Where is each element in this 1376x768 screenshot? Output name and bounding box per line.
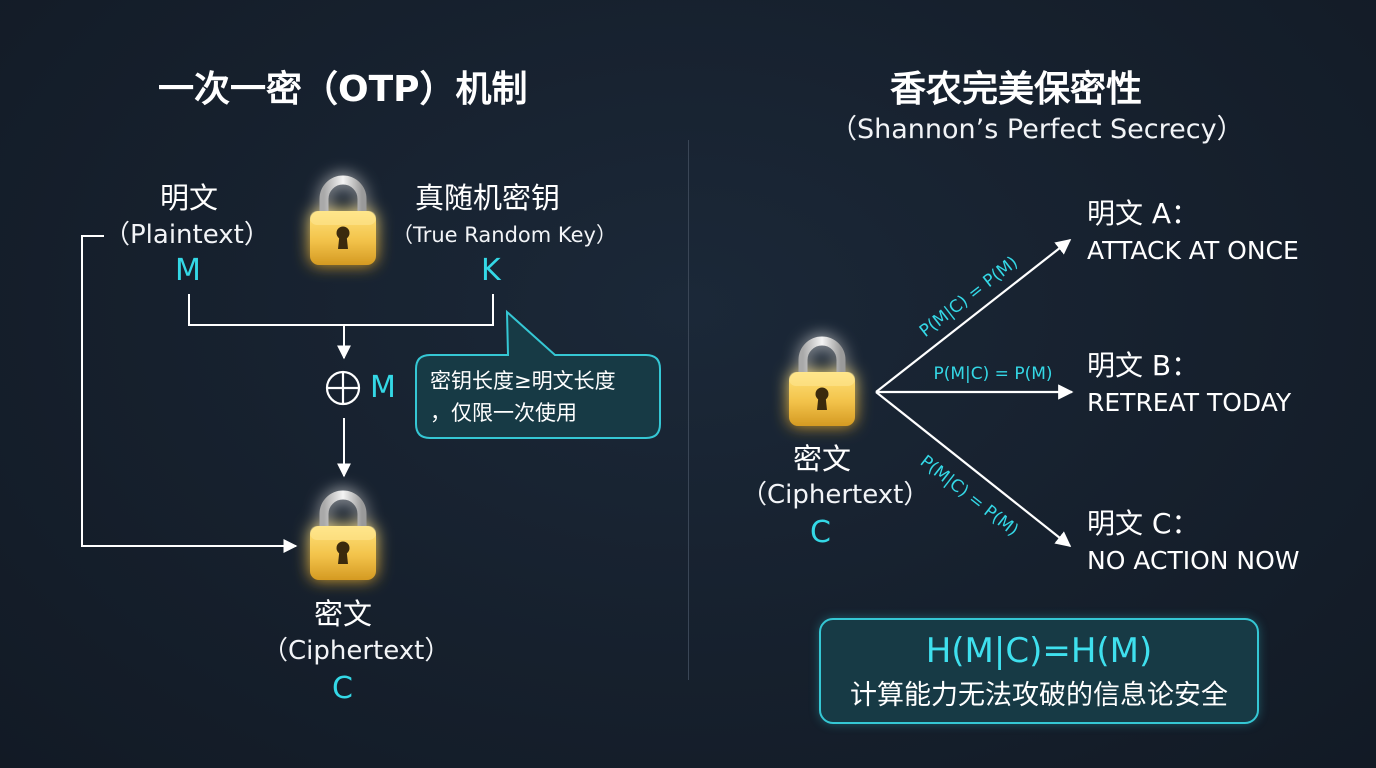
callout-bubble [415, 309, 661, 439]
right-ciphertext-label-en: （Ciphertext） [741, 480, 930, 510]
right-ciphertext-var: C [810, 515, 831, 550]
message-c-head: 明文 C： [1087, 507, 1200, 540]
message-b-body: RETREAT TODAY [1087, 388, 1292, 417]
formula-text: H(M|C)=H(M) [925, 631, 1153, 671]
ciphertext-var: C [332, 671, 353, 706]
branch-prob-label: P(M|C) = P(M) [933, 364, 1052, 384]
callout-line-2: ，仅限一次使用 [430, 401, 577, 425]
plaintext-var: M [175, 253, 201, 288]
ciphertext-label-en: （Ciphertext） [262, 636, 451, 666]
key-var: K [481, 253, 501, 288]
branch-prob-label: P(M|C) = P(M) [916, 253, 1022, 342]
callout-line-1: 密钥长度≥明文长度 [430, 369, 616, 393]
message-a-body: ATTACK AT ONCE [1087, 236, 1299, 265]
plaintext-label-cn: 明文 [160, 181, 219, 215]
right-subtitle: （Shannon’s Perfect Secrecy） [830, 114, 1244, 145]
panel-divider [688, 140, 689, 680]
plaintext-label-en: （Plaintext） [104, 220, 270, 250]
ciphertext-label-cn: 密文 [314, 597, 373, 631]
message-b-head: 明文 B： [1087, 349, 1200, 382]
left-connectors [81, 235, 494, 553]
xor-icon [325, 370, 361, 406]
key-label-en: （True Random Key） [392, 223, 617, 247]
right-ciphertext-label-cn: 密文 [793, 442, 852, 476]
padlock-icon [310, 495, 376, 580]
xor-result-label: M [370, 370, 396, 405]
padlock-icon [789, 341, 855, 426]
key-label-cn: 真随机密钥 [415, 181, 561, 215]
message-c-body: NO ACTION NOW [1087, 546, 1300, 575]
left-title: 一次一密（OTP）机制 [158, 69, 528, 110]
formula-box: H(M|C)=H(M) 计算能力无法攻破的信息论安全 [819, 618, 1259, 724]
padlock-icon [310, 180, 376, 265]
right-title: 香农完美保密性 [890, 69, 1143, 110]
formula-description: 计算能力无法攻破的信息论安全 [850, 680, 1228, 711]
right-branches [875, 239, 1074, 547]
message-a-head: 明文 A： [1087, 197, 1200, 230]
